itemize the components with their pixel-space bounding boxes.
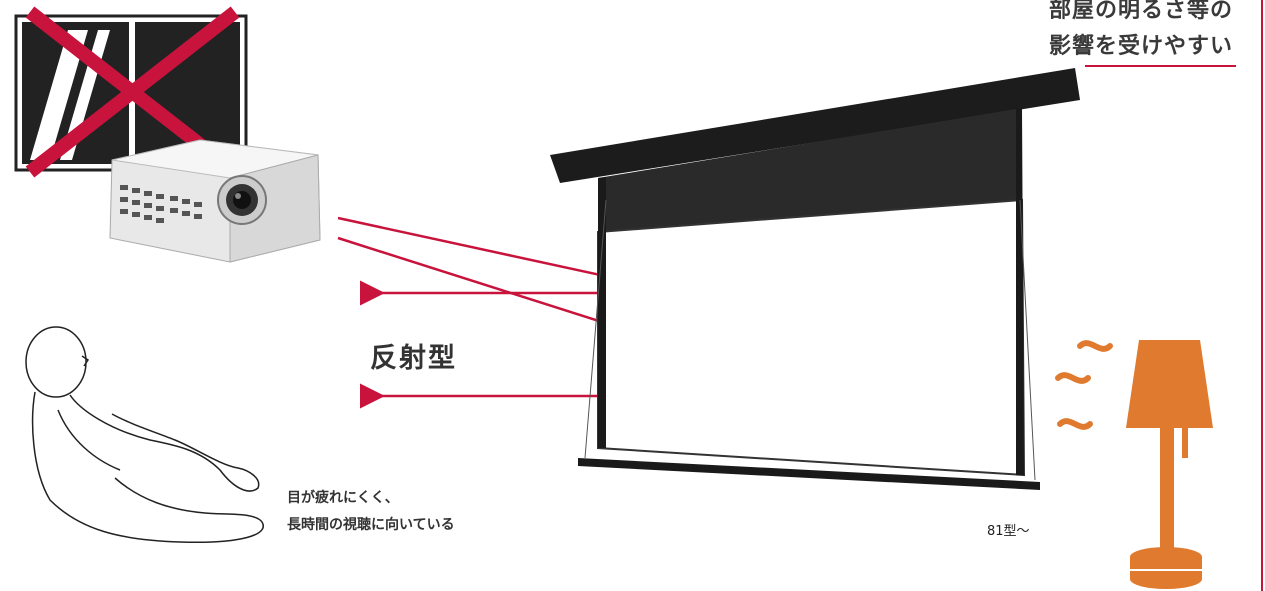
type-label: 反射型 <box>370 343 457 374</box>
screen-size-label: 81型～ <box>987 524 1030 539</box>
viewer-note-line-2: 長時間の視聴に向いている <box>287 517 455 533</box>
caption-line-2: 影響を受けやすい <box>1048 34 1233 59</box>
screen-icon <box>550 68 1080 490</box>
projector-icon <box>109 139 321 263</box>
caption-line-1: 部屋の明るさ等の <box>1048 0 1233 23</box>
person-icon <box>25 326 264 544</box>
viewer-note-line-1: 目が疲れにくく、 <box>287 490 399 506</box>
lamp-icon <box>1126 340 1213 589</box>
heat-wave-icon <box>1055 340 1113 430</box>
window-icon <box>14 6 248 178</box>
